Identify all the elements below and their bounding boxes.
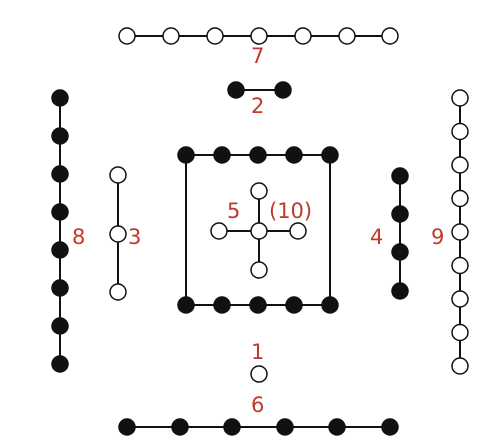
group-10-dot [321, 296, 339, 314]
group-2-dot [274, 81, 292, 99]
group-7-dot [206, 27, 224, 45]
group-9-dot [451, 223, 469, 241]
group-3-dot [109, 283, 127, 301]
group-8-dot [51, 241, 69, 259]
group-10-dot [213, 146, 231, 164]
group-7-dot [338, 27, 356, 45]
group-8-dot [51, 165, 69, 183]
group-9-dot [451, 323, 469, 342]
group-9-dot [451, 122, 469, 141]
group-4-dot [391, 205, 409, 223]
group-10-dot [213, 296, 231, 314]
group-10-black-square [177, 146, 339, 314]
group-10-dot [177, 296, 195, 314]
label-7: 7 [251, 44, 264, 68]
group-9-dot [451, 156, 469, 174]
group-10-dot [285, 146, 303, 164]
group-9-white-dots [451, 89, 469, 375]
label-10: (10) [269, 199, 312, 223]
group-9-dot [451, 290, 469, 308]
group-7-dot [250, 27, 268, 45]
group-6-dot [381, 418, 399, 436]
group-5-dot [250, 222, 268, 240]
group-7-dot [162, 27, 180, 45]
group-4-dot [391, 243, 409, 261]
group-10-dot [177, 146, 195, 164]
group-4-black-dots [391, 167, 409, 300]
group-6-dot [328, 418, 346, 436]
group-6-black-dots [118, 418, 399, 436]
group-5-dot [210, 222, 228, 240]
label-9: 9 [431, 225, 444, 249]
group-2-black-dots [227, 81, 292, 99]
label-3: 3 [128, 225, 141, 249]
group-3-dot [109, 166, 127, 184]
group-2-dot [227, 81, 245, 99]
group-4-dot [391, 282, 409, 300]
group-10-dot [321, 146, 339, 164]
group-8-dot [51, 89, 69, 107]
group-10-dot [249, 296, 267, 314]
group-8-dot [51, 127, 69, 145]
group-4-dot [391, 167, 409, 185]
group-3-dot [109, 225, 127, 243]
label-4: 4 [370, 225, 383, 249]
group-8-dot [51, 203, 69, 221]
group-6-dot [118, 418, 136, 436]
group-8-dot [51, 355, 69, 373]
label-5: 5 [227, 199, 240, 223]
group-5-white-cross [210, 182, 307, 279]
label-2: 2 [251, 94, 264, 118]
group-3-white-dots [109, 166, 127, 301]
group-7-dot [381, 27, 399, 45]
group-10-dot [285, 296, 303, 314]
group-9-dot [451, 256, 469, 275]
group-6-dot [223, 418, 241, 436]
group-7-dot [118, 27, 136, 45]
group-1-dot [250, 365, 268, 383]
group-5-dot [250, 182, 268, 200]
label-6: 6 [251, 393, 264, 417]
group-7-dot [294, 27, 312, 45]
group-8-dot [51, 279, 69, 297]
group-9-dot [451, 89, 469, 107]
group-8-black-dots [51, 89, 69, 373]
group-8-dot [51, 317, 69, 335]
group-9-dot [451, 357, 469, 375]
label-1: 1 [251, 340, 264, 364]
label-8: 8 [72, 225, 85, 249]
group-6-dot [171, 418, 189, 436]
group-9-dot [451, 189, 469, 208]
group-5-dot [289, 222, 307, 240]
group-7-white-dots [118, 27, 399, 45]
group-10-dot [249, 146, 267, 164]
group-6-dot [276, 418, 294, 436]
group-5-dot [250, 261, 268, 279]
